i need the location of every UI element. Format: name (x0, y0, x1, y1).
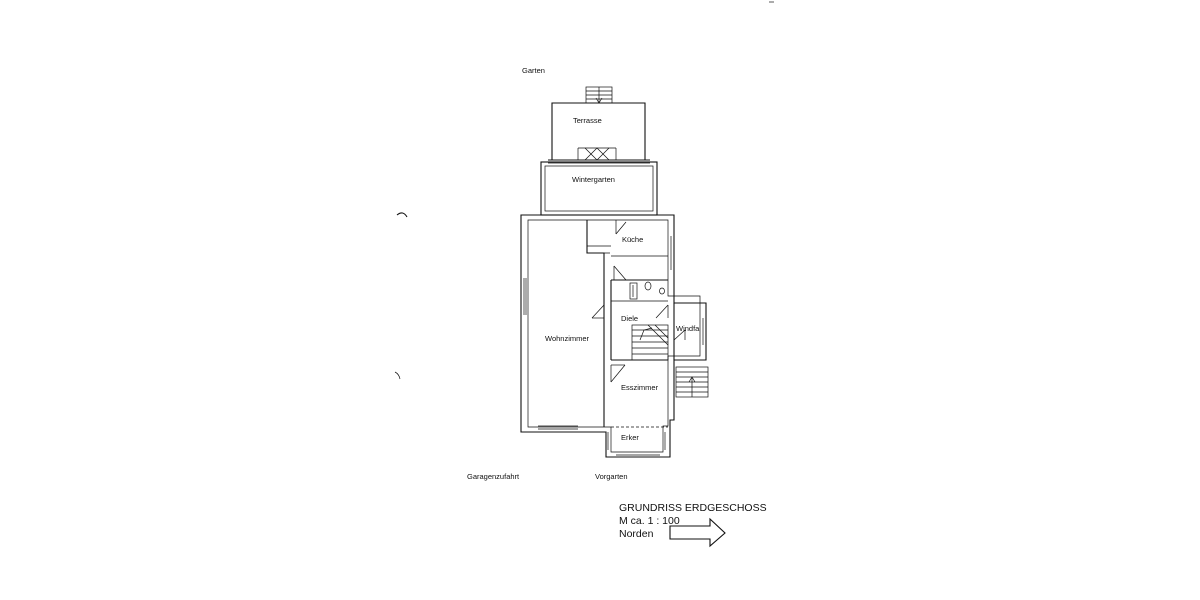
window (538, 425, 578, 430)
terrace-steps (585, 86, 613, 104)
label-terrasse: Terrasse (573, 116, 602, 125)
north-arrow-icon (669, 517, 726, 548)
legend-title: GRUNDRISS ERDGESCHOSS (619, 502, 767, 514)
label-diele: Diele (621, 314, 638, 323)
label-garten: Garten (522, 66, 545, 75)
door-swing-icon (613, 220, 627, 281)
terrasse-outline (548, 102, 650, 164)
toilet-icon (629, 281, 665, 300)
window (523, 278, 527, 315)
window (607, 432, 666, 456)
door-swing-icon (673, 329, 686, 341)
label-windfang: Windfa (676, 324, 700, 333)
door-swing-icon (591, 304, 605, 326)
label-esszimmer: Esszimmer (621, 383, 659, 392)
scan-mark (396, 212, 408, 218)
label-wintergarten: Wintergarten (572, 175, 615, 184)
legend-scale: M ca. 1 : 100 (619, 515, 680, 527)
door-swing-icon (610, 364, 626, 383)
entry-stairs (675, 366, 709, 398)
label-wohnzimmer: Wohnzimmer (545, 334, 590, 343)
label-erker: Erker (621, 433, 639, 442)
stair-icon (631, 324, 669, 361)
label-kueche: Küche (622, 235, 643, 244)
label-garagenzufahrt: Garagenzufahrt (467, 472, 520, 481)
label-vorgarten: Vorgarten (595, 472, 628, 481)
wintergarten-outline (540, 161, 658, 216)
door-swing-icon (655, 304, 669, 319)
scan-mark (394, 371, 401, 380)
door-swing-icon (577, 147, 617, 161)
interior-walls (586, 220, 675, 427)
legend-north: Norden (619, 528, 654, 540)
